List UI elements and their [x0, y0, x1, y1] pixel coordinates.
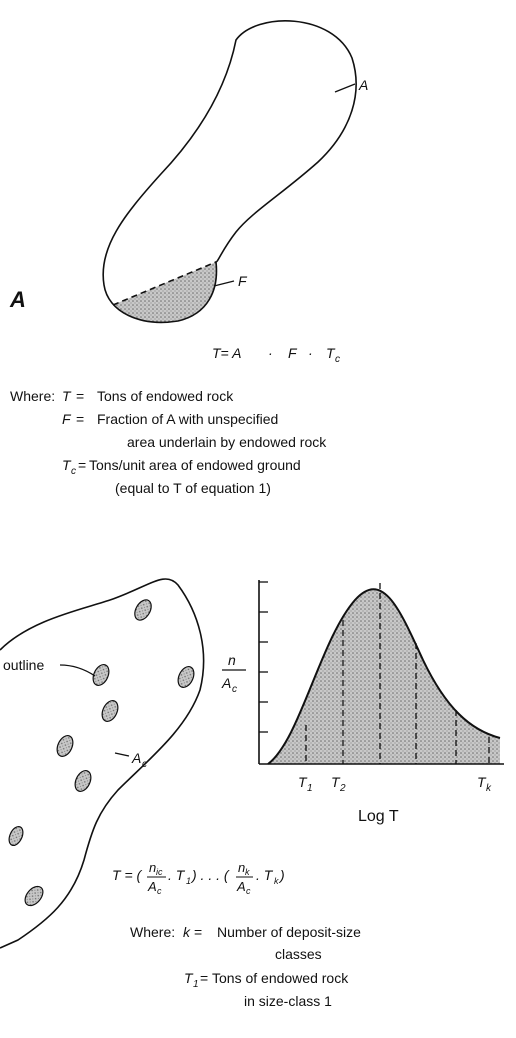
area-a-outline — [102, 20, 357, 324]
svg-text:Where:: Where: — [10, 388, 55, 404]
area-a-label: A — [358, 77, 368, 93]
svg-text:1: 1 — [186, 876, 191, 886]
deposit — [92, 664, 110, 686]
deposit — [177, 666, 195, 688]
panel-b-chart: n A c T 1 T 2 T k Log T — [221, 580, 504, 825]
svg-text:k: k — [245, 867, 250, 877]
svg-text:(equal to T of equation 1): (equal to T of equation 1) — [115, 480, 271, 496]
svg-text:Tons/unit area of endowed grou: Tons/unit area of endowed ground — [89, 457, 301, 473]
fraction-f-label: F — [238, 273, 248, 289]
deposit — [56, 735, 74, 757]
svg-text:Fraction of A with unspecified: Fraction of A with unspecified — [97, 411, 278, 427]
panel-b-equation: T = ( n ic A c . T 1 ) . . . ( n k A c .… — [112, 860, 285, 896]
svg-text:T= A: T= A — [212, 345, 241, 361]
region-ac-outline — [0, 578, 205, 949]
svg-text:k: k — [486, 783, 492, 794]
svg-text:A: A — [147, 879, 157, 894]
svg-text:T = (: T = ( — [112, 867, 143, 883]
svg-text:k: k — [274, 876, 279, 886]
region-f-boundary — [112, 261, 217, 306]
svg-text:in size-class 1: in size-class 1 — [244, 993, 332, 1009]
svg-text:=: = — [194, 924, 202, 940]
x-axis-label: Log T — [358, 808, 399, 825]
svg-text:=: = — [78, 457, 86, 473]
svg-text:Tons of endowed rock: Tons of endowed rock — [212, 970, 349, 986]
svg-text:classes: classes — [275, 946, 322, 962]
svg-text:T: T — [62, 457, 72, 473]
label-f-leader — [213, 280, 235, 287]
panel-a: A F A T= A · F · T c Where: T = Tons of … — [9, 20, 368, 496]
size-class-dividers — [305, 583, 490, 764]
ac-leader — [114, 752, 130, 757]
svg-text:c: c — [71, 466, 76, 477]
deposit — [74, 770, 92, 792]
svg-text:Where:: Where: — [130, 924, 175, 940]
outline-label: outline — [3, 657, 44, 673]
x-tick-labels: T 1 T 2 T k — [298, 774, 492, 794]
panel-a-definitions: Where: T = Tons of endowed rock F = Frac… — [10, 388, 327, 496]
svg-text:Tons of endowed rock: Tons of endowed rock — [97, 388, 234, 404]
deposit — [134, 599, 152, 621]
deposit — [24, 885, 44, 907]
outline-leader — [59, 664, 96, 677]
deposit — [101, 700, 119, 722]
svg-text:=: = — [76, 388, 84, 404]
tick-t1: T — [298, 774, 308, 790]
svg-text:ic: ic — [156, 867, 163, 877]
svg-text:area underlain by endowed rock: area underlain by endowed rock — [127, 434, 327, 450]
svg-text:·: · — [308, 345, 313, 361]
tick-tk: T — [477, 774, 487, 790]
svg-text:n: n — [228, 652, 236, 668]
label-a-leader — [334, 83, 356, 93]
svg-text:. T: . T — [168, 867, 186, 883]
svg-text:) . . . (: ) . . . ( — [190, 867, 230, 883]
deposit — [8, 825, 24, 847]
panel-b-definitions: Where: k = Number of deposit-size classe… — [130, 924, 361, 1009]
svg-text:=: = — [76, 411, 84, 427]
svg-text:c: c — [157, 886, 162, 896]
panel-a-equation: T= A · F · T c — [212, 345, 340, 365]
ac-label-sub: c — [142, 759, 147, 770]
svg-text:F: F — [288, 345, 298, 361]
svg-text:c: c — [335, 354, 340, 365]
svg-text:=: = — [200, 970, 208, 986]
svg-text:. T: . T — [256, 867, 274, 883]
svg-text:A: A — [236, 879, 246, 894]
panel-a-letter: A — [9, 287, 26, 312]
svg-text:Number of deposit-size: Number of deposit-size — [217, 924, 361, 940]
svg-text:T: T — [184, 970, 194, 986]
svg-text:c: c — [232, 684, 237, 695]
svg-text:A: A — [221, 675, 231, 691]
y-axis-label: n A c — [221, 652, 246, 695]
svg-text:k: k — [183, 924, 191, 940]
ac-label: A — [131, 750, 141, 766]
svg-text:1: 1 — [307, 783, 313, 794]
svg-text:c: c — [246, 886, 251, 896]
curve-fill — [268, 589, 500, 764]
svg-text:1: 1 — [193, 979, 199, 990]
svg-text:T: T — [62, 388, 72, 404]
svg-text:n: n — [238, 860, 245, 875]
svg-text:n: n — [149, 860, 156, 875]
frequency-curve — [267, 588, 501, 765]
y-axis-ticks — [259, 581, 268, 733]
svg-text:T: T — [326, 345, 336, 361]
tick-t2: T — [331, 774, 341, 790]
svg-text:): ) — [278, 867, 285, 883]
region-f-shading — [113, 262, 217, 323]
panel-b-map: outline A c — [0, 578, 205, 949]
svg-text:2: 2 — [339, 783, 346, 794]
svg-text:F: F — [62, 411, 72, 427]
deposit-ellipses — [8, 599, 195, 907]
svg-text:·: · — [268, 345, 273, 361]
